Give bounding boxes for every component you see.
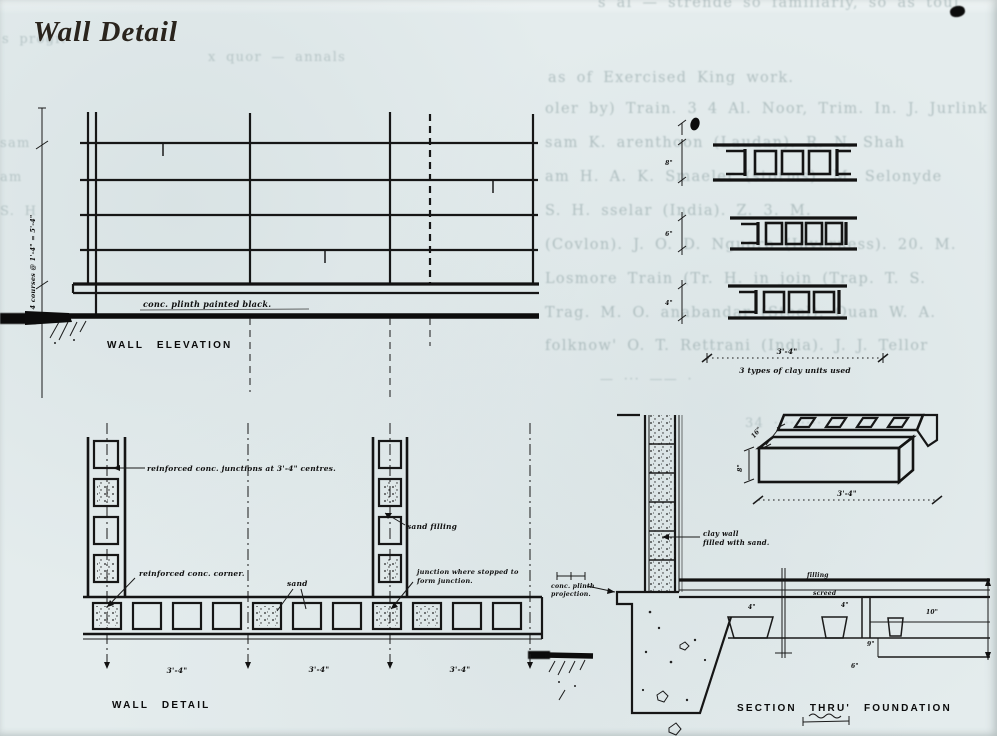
elevation-caption: WALL ELEVATION: [107, 340, 232, 351]
elevation-dimension-line: [35, 107, 49, 398]
ink-blot: [690, 117, 700, 131]
wall-detail-plan-drawing: reinforced conc. junctions at 3'-4" cent…: [83, 423, 544, 711]
ink-smear-left: [0, 313, 36, 324]
foundation-body: [615, 590, 733, 736]
block-height-dimensions: [677, 119, 687, 324]
isometric-block: [743, 413, 943, 505]
block2-height: 6": [665, 231, 673, 238]
bleed-through-line: S. H. sselar (India). Z. 3. M.: [545, 203, 812, 219]
small-dim-4b: 4": [841, 602, 849, 609]
plinth-note-line2: projection.: [551, 591, 591, 598]
clay-wall-note-line1: clay wall: [703, 529, 739, 538]
leader-lines: [106, 465, 414, 612]
page-title: Wall Detail: [33, 16, 178, 48]
bleed-through-line: x quor — annals: [208, 50, 347, 65]
ink-smear-ground: [528, 651, 550, 659]
left-cross-wall-plan: [86, 437, 127, 597]
junction-stop-note-line1: junction where stopped to: [415, 568, 519, 576]
block1-height: 8": [665, 160, 673, 167]
block-type-1: [713, 143, 857, 182]
junction-stop-note-line2: form junction.: [416, 577, 473, 585]
bleed-through-line: — ··· —— ·: [600, 372, 693, 387]
bleed-through-line: sam: [0, 136, 31, 151]
elevation-courses-dimension: 4 courses @ 1'-4" = 5'-4": [29, 215, 37, 310]
iso-dim-16: 16": [750, 426, 763, 440]
bleed-through-line: folknow' O. T. Rettrani (India). J. J. T…: [545, 338, 929, 354]
sand-filling-note: sand filling: [407, 522, 457, 531]
bleed-through-line: s progr.: [2, 32, 67, 47]
wall-detail-caption: WALL DETAIL: [112, 700, 211, 711]
elevation-plinth-note: conc. plinth painted black.: [143, 299, 271, 309]
foundation-section-drawing: conc. plinth projection. clay wall fille…: [544, 413, 991, 736]
clay-wall-note-line2: filled with sand.: [702, 538, 770, 547]
plinth-projection-dim-ticks: [556, 572, 616, 594]
bleed-through-line: am: [0, 170, 23, 185]
corner-note: reinforced conc. corner.: [139, 569, 245, 578]
screed-note: screed: [813, 590, 837, 597]
block3-height: 4": [665, 300, 673, 307]
bleed-through-line: S. H: [0, 204, 38, 219]
block-type-3: [728, 284, 847, 320]
block-length-label: 3'-4": [777, 347, 798, 356]
sand-note: sand: [287, 579, 308, 588]
floor-slab: [679, 568, 991, 660]
bleed-through-line: as of Exercised King work.: [548, 70, 795, 86]
bleed-through-line: Losmore Train (Tr. H. in join (Trap. T. …: [545, 271, 927, 287]
wall-elevation-drawing: 4 courses @ 1'-4" = 5'-4" conc. plinth p…: [25, 107, 539, 402]
ground-line: [544, 652, 594, 701]
bleed-through-line: oler by) Train. 3 4 Al. Noor, Trim. In. …: [545, 101, 989, 117]
iso-dim-8: 8": [737, 464, 744, 472]
bay-dim-2: 3'-4": [309, 665, 330, 674]
block-type-2: [730, 216, 857, 251]
ink-mark: [949, 4, 966, 19]
small-dim-6: 6": [851, 663, 859, 670]
clay-block-types-drawing: 8" 6" 4" 3'-4" 3 types of clay units use…: [665, 117, 889, 375]
bay-dimension-ticks: [104, 655, 533, 669]
filling-note: filling: [806, 572, 829, 579]
bay-dim-1: 3'-4": [167, 666, 188, 675]
footing-dim-scrawl: [802, 713, 850, 726]
block-types-caption: 3 types of clay units used: [739, 366, 851, 375]
elevation-linework: [25, 112, 539, 402]
bleed-through-line: sam K. arenthoon (Laudan). R. N. Shah: [545, 135, 906, 151]
block-length-dimension: [701, 353, 889, 363]
section-caption: SECTION THRU' FOUNDATION: [737, 703, 952, 714]
wall-stack: [617, 413, 683, 592]
right-cross-wall-plan: [371, 437, 409, 597]
iso-dim-length: 3'-4": [837, 489, 856, 498]
note-underline: [139, 308, 310, 311]
small-dim-9: 9": [867, 641, 875, 648]
small-dim-10: 10": [926, 609, 938, 616]
plinth-note-line1: conc. plinth: [551, 583, 595, 590]
small-dim-4a: 4": [748, 604, 756, 611]
bottom-wall-plan: [83, 595, 544, 640]
junctions-note: reinforced conc. junctions at 3'-4" cent…: [147, 464, 336, 473]
bay-dim-3: 3'-4": [450, 665, 471, 674]
clay-wall-leader: [662, 534, 700, 540]
bleed-through-line: s al — strende so familiarly, so as toul: [598, 0, 960, 11]
